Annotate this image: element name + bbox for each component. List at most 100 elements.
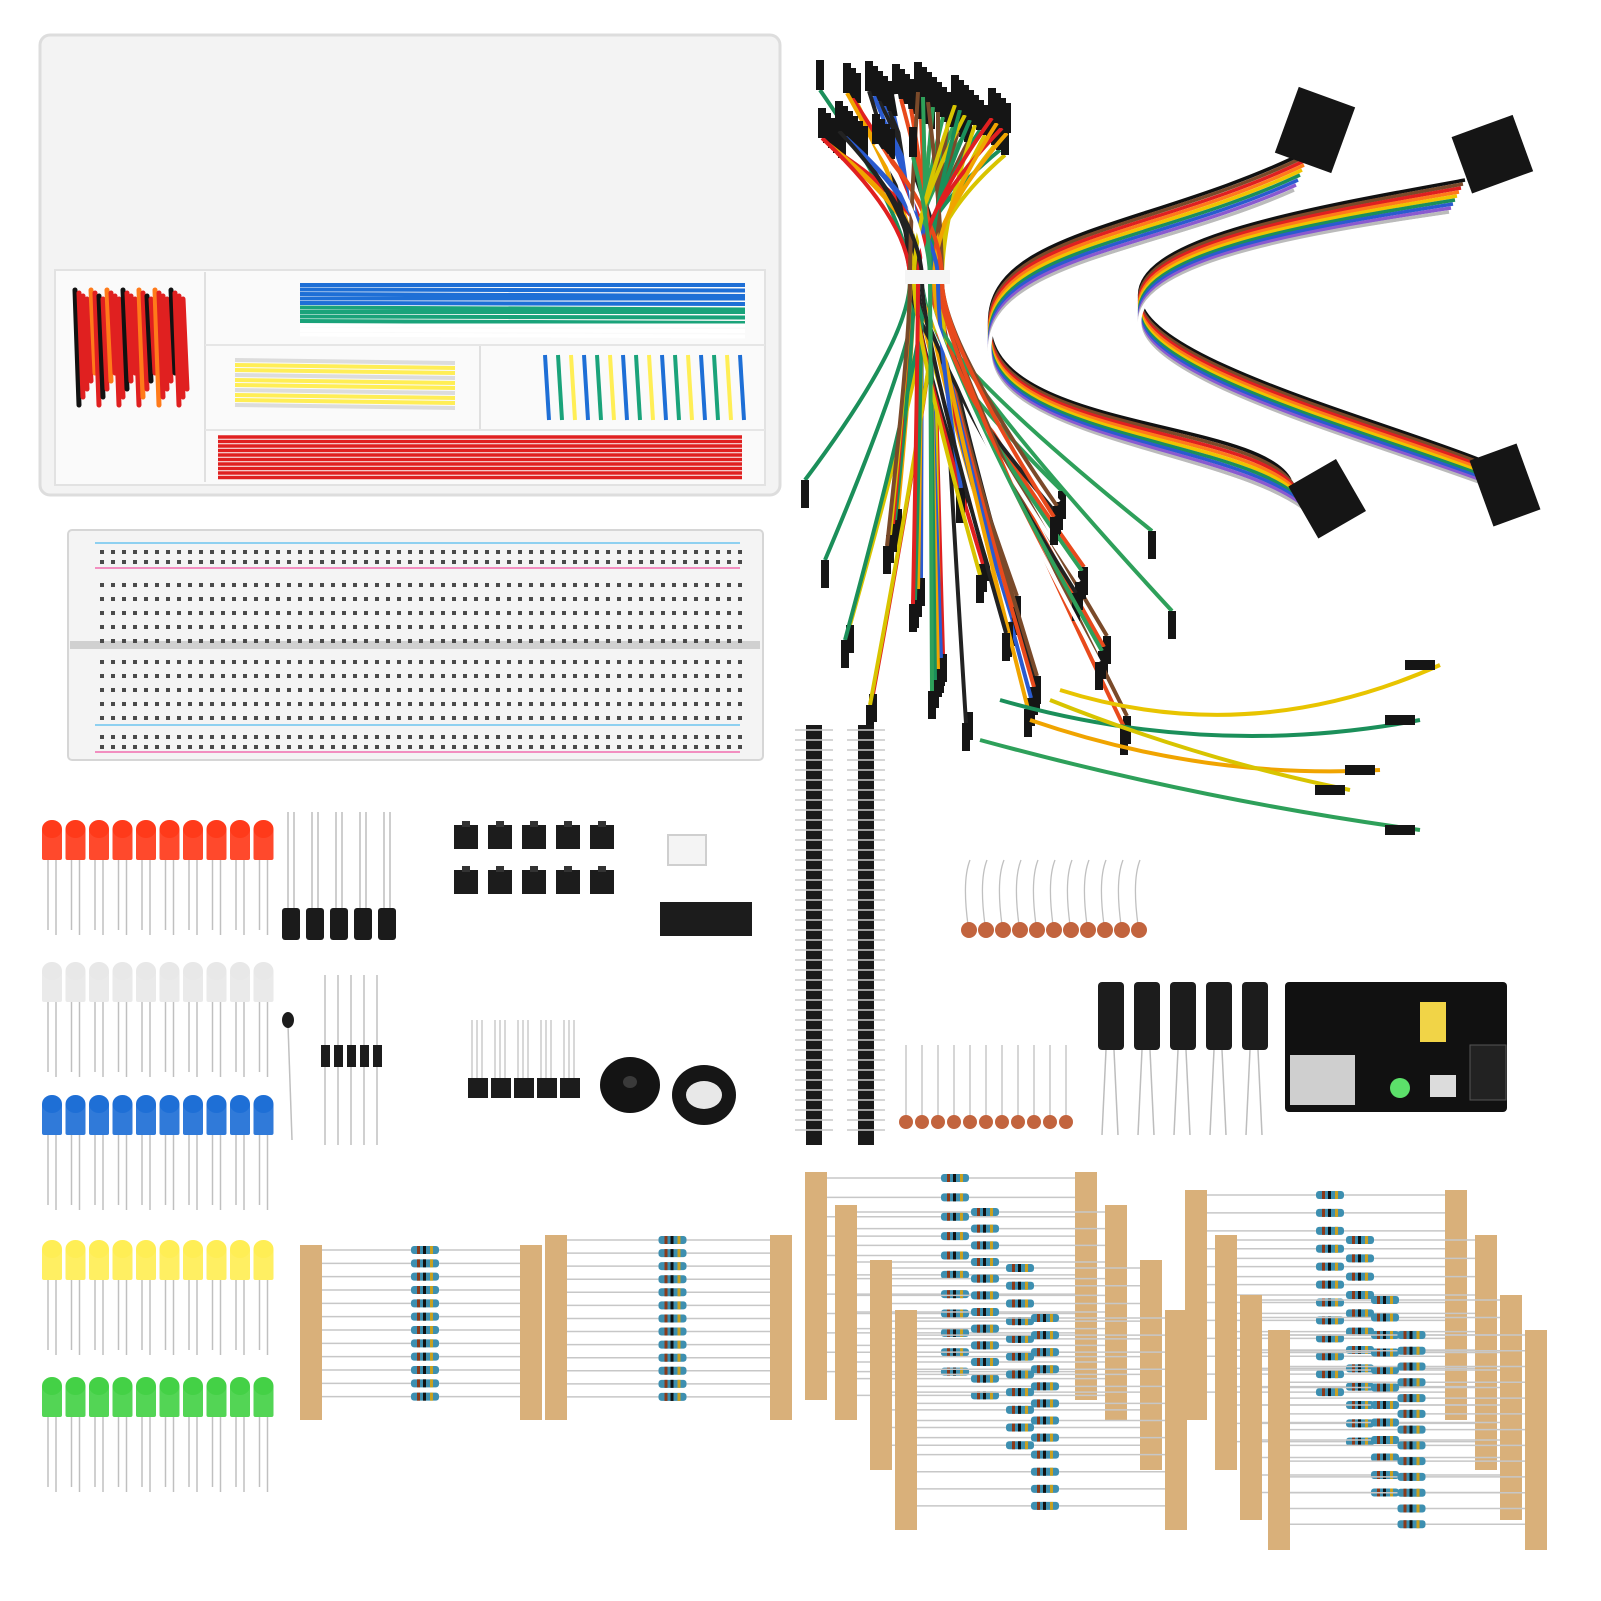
hole (419, 583, 423, 587)
dip-ic (660, 902, 752, 936)
hole (705, 674, 709, 678)
hole (738, 716, 742, 720)
hole (188, 745, 192, 749)
hole (364, 716, 368, 720)
hole (727, 625, 731, 629)
hole (573, 639, 577, 643)
ribbon-connector (1288, 459, 1366, 539)
hole (551, 611, 555, 615)
resistor-band (1322, 1388, 1325, 1397)
resistor-band (1358, 1254, 1361, 1263)
resistor-band (947, 1251, 950, 1260)
ceramic-capacitors (899, 859, 1147, 1129)
hole (573, 583, 577, 587)
hole (562, 560, 566, 564)
hole (584, 550, 588, 554)
jumper-connector (909, 127, 917, 157)
short-wire (136, 287, 146, 400)
hole (375, 660, 379, 664)
led-dome (159, 1095, 180, 1113)
resistor-band (1377, 1418, 1380, 1427)
resistor-band (1390, 1471, 1393, 1479)
hole (408, 597, 412, 601)
hole (287, 560, 291, 564)
jumper-connector (1315, 785, 1345, 795)
resistor-band (1335, 1280, 1338, 1289)
hole (694, 688, 698, 692)
hole (507, 688, 511, 692)
transistors (468, 1020, 580, 1098)
resistor-band (1377, 1401, 1380, 1409)
hole (551, 560, 555, 564)
resistor-band (1416, 1472, 1420, 1481)
hole (309, 660, 313, 664)
short-wire (634, 354, 642, 421)
resistor-band (670, 1379, 674, 1388)
hole (551, 702, 555, 706)
hole (287, 735, 291, 739)
hole (111, 674, 115, 678)
resistor-band (1352, 1309, 1355, 1318)
short-wire (582, 354, 590, 421)
hole (562, 660, 566, 664)
resistor-band (990, 1308, 993, 1316)
hole (320, 625, 324, 629)
led-dome (159, 820, 180, 838)
jumper-connector (843, 63, 851, 93)
diode-body (334, 1045, 343, 1067)
resistor-band (1012, 1299, 1015, 1308)
hole (166, 660, 170, 664)
hole (441, 716, 445, 720)
resistor-band (1383, 1401, 1386, 1409)
hole (540, 716, 544, 720)
hole (727, 611, 731, 615)
hole (727, 660, 731, 664)
resistor-band (677, 1353, 681, 1362)
hole (353, 688, 357, 692)
hole (430, 745, 434, 749)
hole (474, 660, 478, 664)
hole (265, 625, 269, 629)
resistor-band (1365, 1309, 1368, 1318)
hole (430, 674, 434, 678)
hole (309, 716, 313, 720)
led-dome (206, 820, 227, 838)
hole (397, 660, 401, 664)
hole (309, 625, 313, 629)
hole (155, 550, 159, 554)
hole (397, 745, 401, 749)
hole (342, 702, 346, 706)
resistor-band (983, 1291, 986, 1300)
resistor-band (1352, 1364, 1355, 1373)
small-electrolytic-capacitors (282, 812, 396, 940)
hole (705, 745, 709, 749)
hole (265, 688, 269, 692)
resistor-band (670, 1275, 674, 1284)
resistor-band (423, 1312, 426, 1321)
resistor-band (1335, 1226, 1338, 1235)
hole (606, 560, 610, 564)
resistor-band (1335, 1316, 1338, 1325)
hole (122, 745, 126, 749)
hole (188, 625, 192, 629)
hole (716, 560, 720, 564)
resistor-band (423, 1392, 426, 1401)
hole (595, 702, 599, 706)
resistor-band (677, 1379, 681, 1388)
resistor-band (1328, 1226, 1331, 1235)
short-wire (686, 354, 694, 421)
hole (254, 550, 258, 554)
button-body (454, 825, 478, 849)
hole (221, 660, 225, 664)
hole (474, 597, 478, 601)
resistor-band (1383, 1296, 1386, 1304)
hole (210, 716, 214, 720)
hole (672, 702, 676, 706)
jumper-connector (880, 76, 888, 106)
hole (210, 597, 214, 601)
hole (738, 735, 742, 739)
hole (221, 583, 225, 587)
resistor-band (990, 1208, 993, 1216)
ceramic-lead (964, 859, 971, 926)
hole (320, 597, 324, 601)
